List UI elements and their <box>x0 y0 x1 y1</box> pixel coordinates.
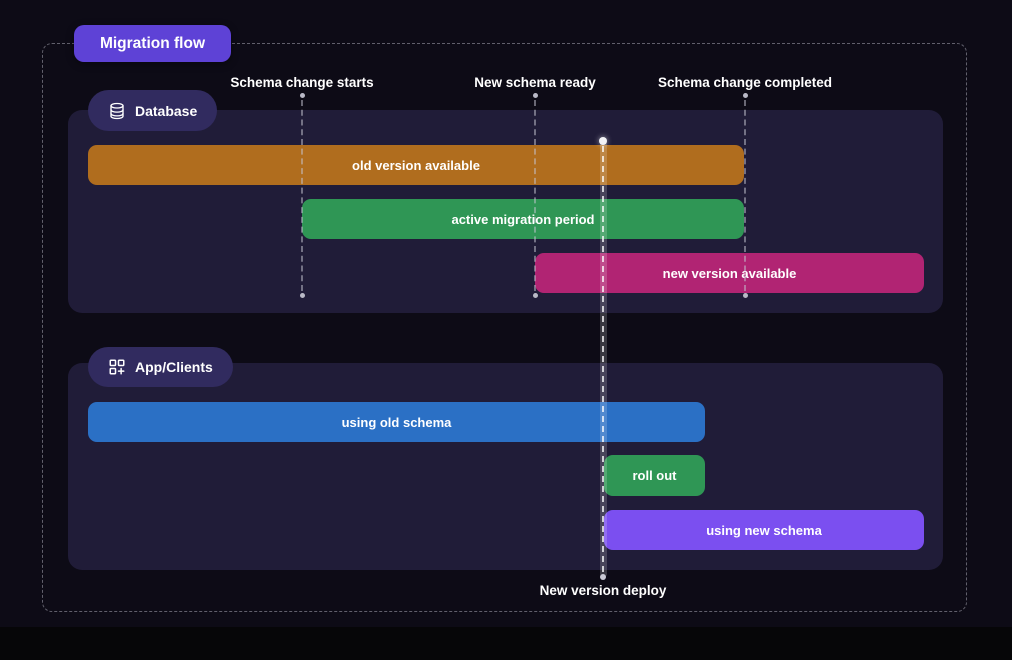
database-badge-label: Database <box>135 102 198 119</box>
marker-dashed-line <box>534 100 536 291</box>
marker-dot-icon <box>742 293 748 298</box>
deploy-dot-icon <box>599 137 607 145</box>
diagram-dashed-frame <box>42 43 967 612</box>
app-clients-badge-label: App/Clients <box>135 359 213 375</box>
marker-label: New schema ready <box>474 75 596 90</box>
marker-dashed-line <box>301 100 303 291</box>
bottom-strip <box>0 627 1012 660</box>
bar-roll-out: roll out <box>604 455 705 496</box>
marker-dot-icon <box>299 93 305 98</box>
diagram-title: Migration flow <box>99 34 206 52</box>
apps-icon <box>108 358 126 376</box>
marker-label: Schema change completed <box>657 75 833 90</box>
marker-label: Schema change starts <box>230 75 374 90</box>
marker-dot-icon <box>299 293 305 298</box>
deploy-dot-icon <box>600 574 606 580</box>
bar-using-new-schema: using new schema <box>604 510 924 550</box>
marker-dot-icon <box>532 93 538 98</box>
bar-old-version-available: old version available <box>88 145 744 185</box>
marker-dot-icon <box>532 293 538 298</box>
diagram-title-badge: Migration flow <box>74 25 231 62</box>
database-icon <box>108 102 126 120</box>
marker-dot-icon <box>742 93 748 98</box>
deploy-label: New version deploy <box>539 583 667 598</box>
database-badge: Database <box>88 90 218 131</box>
bar-active-migration-period: active migration period <box>302 199 744 239</box>
deploy-dashed-line <box>602 146 604 572</box>
marker-dashed-line <box>744 100 746 291</box>
app-clients-badge: App/Clients <box>88 347 233 387</box>
bar-new-version-available: new version available <box>535 253 924 293</box>
bar-using-old-schema: using old schema <box>88 402 705 442</box>
